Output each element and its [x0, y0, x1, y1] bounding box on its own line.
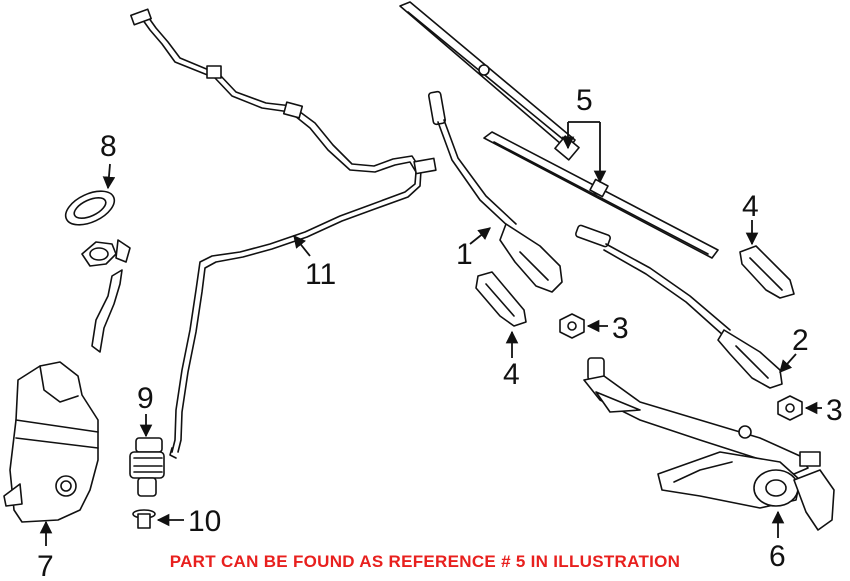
- callout-4b: 4: [742, 190, 759, 223]
- wiper-linkage-motor-part-6: [583, 357, 835, 531]
- washer-reservoir-part-7: [3, 239, 131, 523]
- callout-9: 9: [137, 382, 154, 415]
- leader-11: [293, 235, 311, 257]
- callout-8: 8: [100, 130, 117, 163]
- washer-hose-part-11: [130, 8, 437, 459]
- wiper-arm-part-1: [427, 90, 563, 293]
- arm-cap-part-4-left: [475, 271, 527, 327]
- nut-part-3-left: [559, 313, 585, 339]
- nut-part-3-right: [777, 395, 803, 421]
- callout-2: 2: [792, 324, 809, 357]
- callout-3a: 3: [612, 312, 629, 345]
- wiper-arm-part-2: [575, 224, 783, 389]
- arm-cap-part-4-right: [739, 245, 795, 299]
- leader-1: [469, 227, 491, 245]
- callout-6: 6: [769, 540, 786, 573]
- filler-seal-part-8: [64, 190, 116, 226]
- leader-2: [779, 353, 797, 373]
- callout-5: 5: [576, 84, 593, 117]
- washer-pump-part-9: [129, 437, 165, 497]
- reference-note: PART CAN BE FOUND AS REFERENCE # 5 IN IL…: [169, 552, 681, 571]
- callout-10: 10: [188, 505, 221, 538]
- callout-3b: 3: [826, 394, 843, 427]
- callout-11: 11: [305, 258, 336, 291]
- callout-1: 1: [456, 238, 473, 271]
- grommet-part-10: [132, 509, 156, 529]
- leader-5: [561, 121, 607, 184]
- leader-8: [102, 163, 116, 190]
- callout-4a: 4: [503, 358, 520, 391]
- callout-7: 7: [37, 550, 54, 581]
